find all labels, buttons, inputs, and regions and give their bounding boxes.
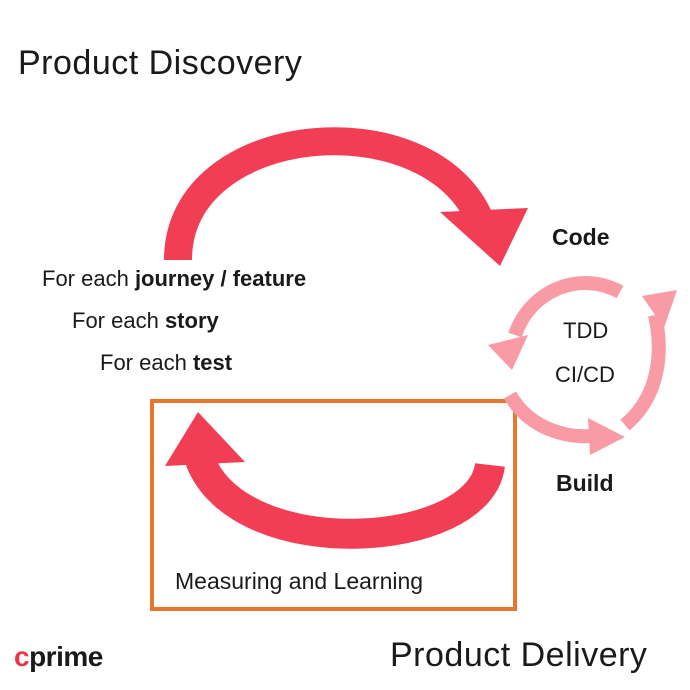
loop-journey-line: For each journey / feature bbox=[42, 266, 306, 292]
cycle-top-arrowhead bbox=[488, 335, 528, 370]
code-label: Code bbox=[552, 224, 610, 250]
discovery-arc-arrow bbox=[164, 127, 493, 261]
loop-story-line: For each story bbox=[72, 308, 219, 334]
measuring-arrowhead bbox=[165, 412, 245, 466]
logo-accent: c bbox=[14, 641, 30, 672]
product-discovery-title: Product Discovery bbox=[18, 44, 303, 82]
build-label: Build bbox=[556, 470, 614, 496]
loop-story-prefix: For each bbox=[72, 308, 165, 333]
product-delivery-title: Product Delivery bbox=[390, 636, 648, 674]
loop-journey-prefix: For each bbox=[42, 266, 135, 291]
discovery-arrowhead bbox=[440, 208, 528, 266]
measuring-box bbox=[150, 399, 517, 611]
cprime-logo: cprime bbox=[14, 641, 103, 673]
loop-journey-bold: journey / feature bbox=[134, 266, 307, 291]
loop-test-prefix: For each bbox=[100, 350, 193, 375]
measuring-learning-label: Measuring and Learning bbox=[175, 568, 424, 594]
loop-test-line: For each test bbox=[100, 350, 232, 376]
cycle-bottom-arc bbox=[503, 391, 602, 444]
logo-rest: prime bbox=[29, 641, 103, 672]
cycle-right-arc bbox=[620, 313, 666, 431]
cycle-top-arc bbox=[508, 276, 624, 338]
loop-test-bold: test bbox=[192, 350, 233, 375]
cicd-label: CI/CD bbox=[555, 362, 615, 387]
cycle-bottom-arrowhead bbox=[588, 418, 625, 455]
cycle-right-arrowhead bbox=[642, 290, 677, 328]
tdd-label: TDD bbox=[563, 318, 609, 343]
measuring-arc-arrow bbox=[185, 453, 505, 549]
loop-story-bold: story bbox=[164, 308, 219, 333]
